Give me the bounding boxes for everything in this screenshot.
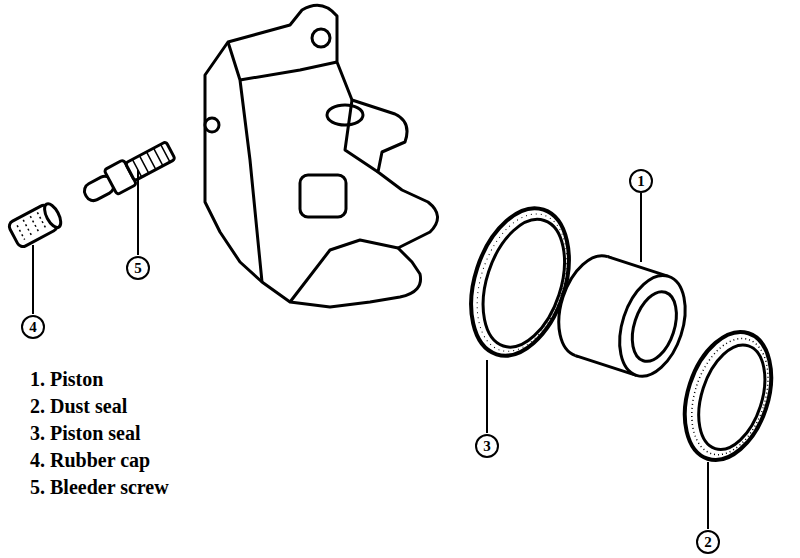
callout-circles <box>22 170 719 553</box>
bore-rim <box>327 105 363 125</box>
callout-circle <box>127 257 149 279</box>
mount-hole <box>312 29 330 47</box>
rubber-cap <box>7 200 64 248</box>
part-key: 5. Bleeder screw <box>30 476 169 498</box>
piston <box>547 247 697 384</box>
leader-line <box>486 360 488 433</box>
piston-recess <box>624 286 684 367</box>
callout-circle <box>22 316 44 338</box>
bleeder-screw <box>79 138 177 208</box>
leader-line <box>707 462 709 529</box>
leader-line <box>137 170 139 255</box>
dust-seal-inner <box>687 337 777 458</box>
part-key: 2. Dust seal <box>30 395 127 417</box>
leader-line <box>32 245 34 314</box>
callout-number: 5 <box>134 261 142 276</box>
dust-seal-outer <box>670 321 787 471</box>
caliper-outline <box>205 5 438 307</box>
dust-seal <box>670 321 787 471</box>
bleeder-port <box>205 118 219 132</box>
part-key: 1. Piston <box>30 368 103 390</box>
caliper-ridge <box>240 62 337 80</box>
leader-line <box>640 193 642 262</box>
callout-number: 1 <box>637 174 645 189</box>
caliper-arm-lower <box>290 240 398 302</box>
cap-texture <box>16 212 47 241</box>
dust-seal-texture <box>678 329 782 465</box>
callout-circle <box>630 170 652 192</box>
piston-face <box>608 267 697 384</box>
leader-lines <box>33 170 708 529</box>
caliper-window <box>300 175 346 217</box>
callout-circle <box>476 435 498 457</box>
callout-circle <box>697 531 719 553</box>
callout-number: 4 <box>29 320 37 335</box>
part-key: 3. Piston seal <box>30 422 141 444</box>
caliper-body <box>205 5 438 307</box>
callout-number: 2 <box>704 535 712 550</box>
bleeder-thread <box>125 142 175 181</box>
part-key: 4. Rubber cap <box>30 449 150 471</box>
callout-number: 3 <box>483 439 491 454</box>
